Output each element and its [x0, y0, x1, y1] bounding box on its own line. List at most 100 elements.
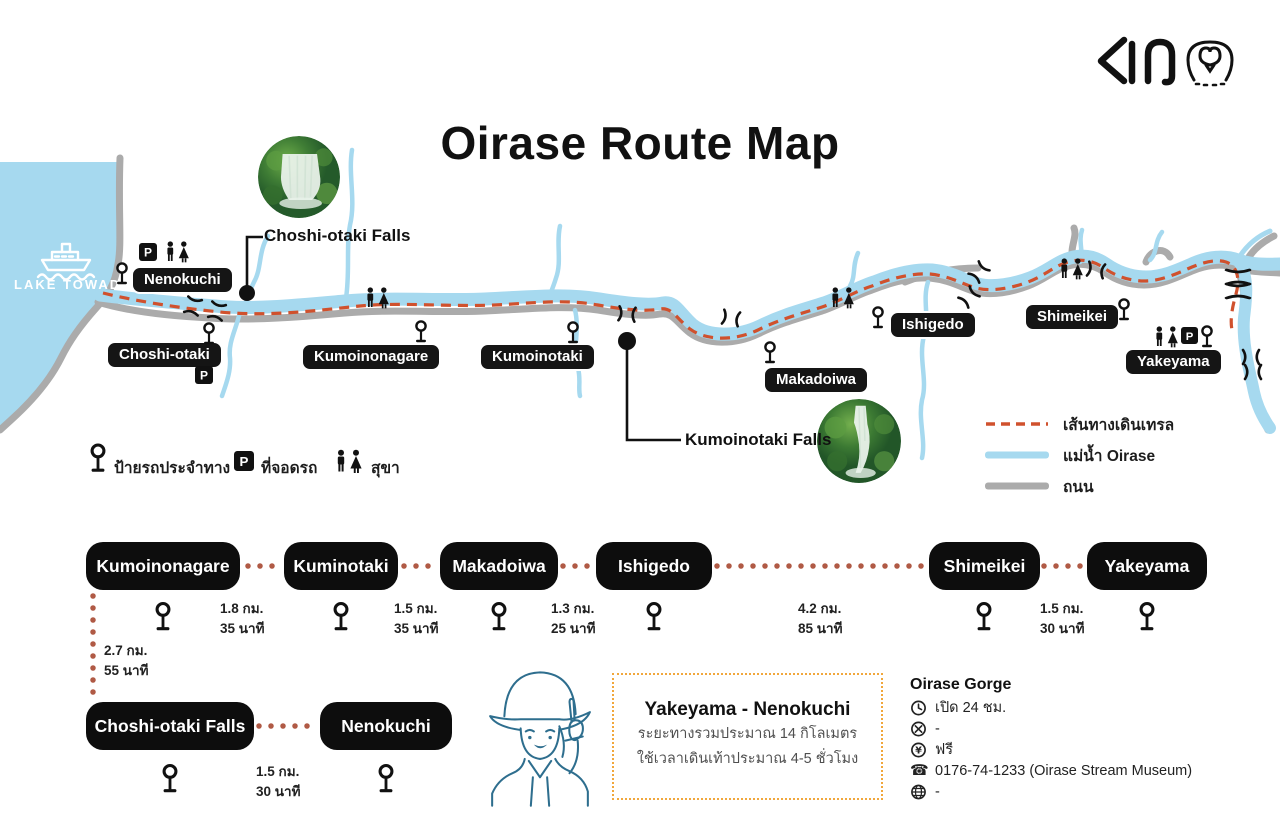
clock-icon [911, 700, 926, 715]
map-station-ishigedo: Ishigedo [889, 311, 977, 339]
legend-trail-label: เส้นทางเดินเทรล [1063, 416, 1175, 434]
segment-distance-value: 1.5 กม. [1040, 601, 1084, 616]
venue-fee: ฟรี [935, 742, 954, 758]
choshi-otaki-falls-callout: Choshi-otaki Falls [264, 226, 411, 245]
trail-swatch [986, 422, 1048, 426]
legend-road-label: ถนน [1063, 478, 1094, 496]
segment-distance: 1.5 กม. 35 นาที [394, 599, 438, 640]
segment-distance: 4.2 กม. 85 นาที [798, 599, 842, 640]
svg-text:P: P [1186, 331, 1194, 343]
lake-towada-label: LAKE TOWADA [14, 277, 133, 292]
route-stop-ishigedo: Ishigedo [596, 542, 712, 590]
svg-text:P: P [200, 369, 208, 383]
route-stop-makadoiwa: Makadoiwa [440, 542, 558, 590]
map-station-yakeyama: Yakeyama [1124, 348, 1223, 376]
venue-phone-row: ☎ 0176-74-1233 (Oirase Stream Museum) [910, 760, 1192, 781]
bus-stop-icon [415, 320, 427, 343]
river-swatch [985, 451, 1049, 459]
segment-distance-value: 1.5 กม. [256, 764, 300, 779]
segment-time-value: 85 นาที [798, 621, 843, 637]
segment-distance-value: 1.8 กม. [220, 601, 264, 616]
bus-stop-icon [872, 306, 884, 329]
map-station-choshi-otaki: Choshi-otaki [106, 341, 223, 369]
bus-stop-icon [491, 601, 507, 631]
venue-hours: เปิด 24 ชม. [935, 700, 1007, 716]
branch-segment-distance: 2.7 กม. 55 นาที [104, 641, 148, 682]
svg-text:¥: ¥ [915, 745, 922, 756]
route-stop-shimeikei: Shimeikei [929, 542, 1040, 590]
ferry-boat-icon [36, 242, 96, 281]
legend-toilet-label: สุขา [371, 460, 400, 477]
segment-time-value: 30 นาที [1040, 621, 1085, 637]
legend-road: ถนน [984, 476, 1094, 496]
bus-stop-icon [567, 321, 579, 344]
venue-phone: 0176-74-1233 (Oirase Stream Museum) [935, 762, 1193, 779]
bus-stop-icon [1118, 298, 1130, 321]
svg-text:P: P [144, 246, 152, 260]
parking-icon: P [1181, 327, 1198, 344]
phone-icon: ☎ [910, 762, 929, 779]
lake-towada-shape [0, 162, 119, 426]
toilet-icon [1156, 326, 1178, 348]
venue-fee-row: ¥ ฟรี [910, 739, 953, 760]
penguin-icon [1186, 40, 1234, 87]
map-station-makadoiwa: Makadoiwa [763, 366, 870, 394]
route-stop-choshi-otaki-falls: Choshi-otaki Falls [86, 702, 254, 750]
bus-stop-icon [646, 601, 662, 631]
bus-stop-icon [155, 601, 171, 631]
segment-time-value: 25 นาที [551, 621, 596, 637]
entrance-fee-icon: ¥ [911, 742, 926, 757]
kiji-logo [1097, 36, 1234, 87]
segment-distance: 1.3 กม. 25 นาที [551, 599, 595, 640]
segment-time-value: 35 นาที [394, 621, 439, 637]
road-swatch [985, 482, 1049, 490]
hiker-character-illustration [489, 671, 591, 807]
bus-stop-icon [90, 443, 106, 472]
page-title: Oirase Route Map [440, 117, 840, 169]
venue-closed-row: - [910, 718, 940, 739]
segment-time-value: 35 นาที [220, 621, 265, 637]
parking-icon: P [234, 451, 254, 471]
segment-distance-value: 4.2 กม. [798, 601, 842, 616]
river-branch-south [1232, 254, 1276, 434]
parking-icon: P [139, 243, 157, 261]
segment-distance-value: 2.7 กม. [104, 643, 148, 658]
kumoinotaki-falls-callout: Kumoinotaki Falls [685, 430, 832, 449]
map-station-kumoinonagare: Kumoinonagare [301, 343, 442, 371]
segment-distance-value: 1.3 กม. [551, 601, 595, 616]
map-station-kumoinotaki: Kumoinotaki [479, 343, 596, 371]
venue-hours-row: เปิด 24 ชม. [910, 697, 1006, 718]
toilet-icon [1061, 258, 1083, 280]
venue-website-row: - [910, 781, 940, 802]
bus-stop-icon [203, 322, 215, 345]
map-station-nenokuchi: Nenokuchi [131, 266, 234, 294]
bus-stop-icon [1201, 325, 1213, 348]
website-icon [911, 784, 926, 799]
legend-trail: เส้นทางเดินเทรล [984, 414, 1174, 434]
toilet-icon [832, 287, 854, 309]
segment-distance: 1.5 กม. 30 นาที [256, 762, 300, 803]
route-diagram-connectors [90, 563, 1088, 729]
segment-distance: 1.5 กม. 30 นาที [1040, 599, 1084, 640]
route-stop-kumoinonagare: Kumoinonagare [86, 542, 240, 590]
parking-icon: P [195, 366, 213, 384]
main-road [94, 260, 1280, 346]
map-station-shimeikei: Shimeikei [1024, 303, 1121, 331]
bus-stop-icon [1139, 601, 1155, 631]
svg-text:P: P [240, 454, 249, 469]
toilet-icon [167, 241, 189, 263]
bus-stop-icon [333, 601, 349, 631]
shore-road [0, 154, 124, 434]
venue-name: Oirase Gorge [910, 676, 1012, 693]
legend-river-label: แม่น้ำ Oirase [1063, 447, 1156, 465]
logo-glyph-j [1144, 38, 1176, 86]
kumoinotaki-falls-photo [817, 399, 901, 483]
callout-lines [239, 235, 681, 442]
route-summary-box: Yakeyama - Nenokuchi ระยะทางรวมประมาณ 14… [612, 673, 883, 800]
bus-stop-icon [976, 601, 992, 631]
summary-title: Yakeyama - Nenokuchi [644, 699, 851, 720]
route-stop-yakeyama: Yakeyama [1087, 542, 1207, 590]
segment-time-value: 30 นาที [256, 784, 301, 800]
summary-duration-line: ใช้เวลาเดินเท้าประมาณ 4-5 ชั่วโมง [636, 751, 859, 768]
